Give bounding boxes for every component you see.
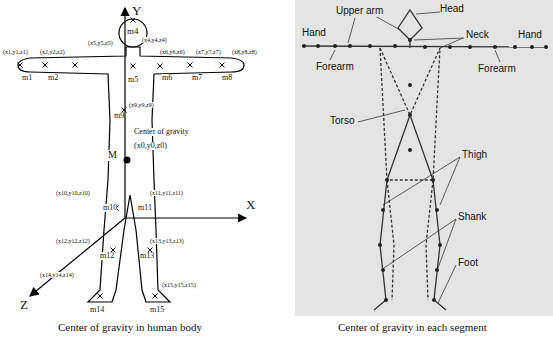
y-axis bbox=[124, 8, 125, 218]
body-outline bbox=[18, 47, 244, 302]
mass-label: m12 bbox=[100, 252, 114, 260]
mass-label: (x12,y12,z12) bbox=[56, 238, 90, 244]
mass-label: (x7,y7,z7) bbox=[196, 49, 221, 55]
x-axis bbox=[125, 217, 246, 218]
mass-crosses bbox=[18, 18, 225, 299]
segment-label: Thigh bbox=[462, 150, 487, 161]
segment-label: Hand bbox=[518, 30, 542, 41]
mass-label: m8 bbox=[222, 74, 232, 82]
segment-label: Head bbox=[440, 4, 464, 15]
mass-label: Z bbox=[20, 298, 28, 312]
mass-label: m11 bbox=[138, 204, 152, 212]
mass-label: M bbox=[108, 150, 117, 161]
segment-label: Neck bbox=[466, 30, 489, 41]
mass-label: (x6,y6,z6) bbox=[160, 49, 185, 55]
photo-panel bbox=[295, 0, 553, 316]
center-of-gravity-dot bbox=[124, 157, 131, 164]
segment-label: Upper arm bbox=[336, 6, 383, 17]
mass-label: m6 bbox=[162, 74, 172, 82]
mass-label: m15 bbox=[150, 306, 164, 314]
mass-label: (x8,y8,z8) bbox=[232, 49, 257, 55]
mass-label: (x9,y9,z9) bbox=[129, 102, 154, 108]
mass-label: (x4,y4,z4) bbox=[142, 37, 167, 43]
mass-label: m1 bbox=[22, 74, 32, 82]
caption: Center of gravity in each segment bbox=[338, 322, 487, 334]
mass-label: (x1,y1,z1) bbox=[3, 49, 28, 55]
segment-label: Foot bbox=[458, 258, 478, 269]
mass-label: (x14,y14,z14) bbox=[40, 272, 74, 278]
mass-label: Center of gravity bbox=[134, 128, 189, 136]
segment-label: Shank bbox=[458, 212, 486, 223]
mass-label: m4 bbox=[127, 27, 139, 36]
stick-figure bbox=[302, 10, 548, 310]
mass-label: X bbox=[246, 198, 255, 212]
segment-label: Hand bbox=[302, 28, 326, 39]
mass-label: m10 bbox=[103, 204, 117, 212]
segment-label: Forearm bbox=[316, 62, 354, 73]
mass-label: (x11,y11,z11) bbox=[150, 190, 183, 196]
mass-label: m14 bbox=[90, 306, 104, 314]
segment-dots bbox=[302, 38, 548, 302]
mass-label: Y bbox=[132, 4, 141, 18]
segment-label: Forearm bbox=[478, 64, 516, 75]
mass-label: m2 bbox=[48, 74, 58, 82]
mass-label: (x5,y5,z5) bbox=[88, 40, 113, 46]
mass-label: m9 bbox=[114, 112, 124, 120]
caption: Center of gravity in human body bbox=[58, 322, 202, 334]
mass-label: m7 bbox=[192, 74, 202, 82]
mass-label: (x0,y0,z0) bbox=[134, 142, 167, 150]
mass-label: (x2,y2,z2) bbox=[40, 49, 65, 55]
mass-label: m5 bbox=[128, 76, 138, 84]
mass-label: (x10,y10,z10) bbox=[56, 190, 90, 196]
leader-lines bbox=[330, 12, 500, 303]
mass-label: (x15,y15,z15) bbox=[162, 282, 196, 288]
mass-label: m13 bbox=[140, 252, 154, 260]
mass-label: (x13,y13,z13) bbox=[150, 238, 184, 244]
segment-label: Torso bbox=[330, 116, 354, 127]
z-axis bbox=[30, 218, 125, 296]
